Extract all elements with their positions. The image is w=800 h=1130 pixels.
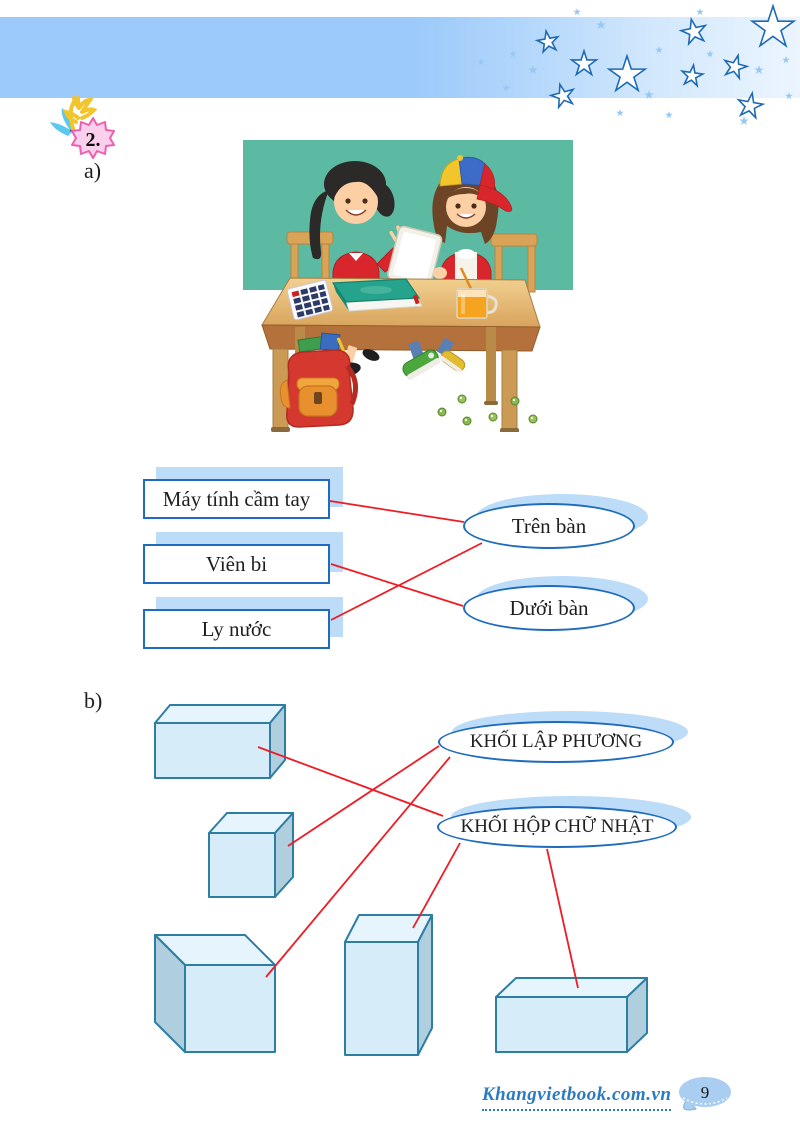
match-item-box: Máy tính cầm tay [143,479,330,519]
star-icon [536,29,560,52]
calculator [286,279,334,321]
flower-burst-icon [50,96,115,159]
star-icon [680,64,703,87]
star-icon [609,56,645,90]
match-target-ellipse: Trên bàn [463,503,635,549]
match-item-box: Ly nước [143,609,330,649]
exercise-number: 2. [85,128,101,151]
page-number: 9 [701,1083,710,1102]
star-icon [549,81,577,108]
page-number-badge: 9 [679,1077,731,1111]
connection-line [546,848,579,989]
match-target-label: Trên bàn [511,513,587,538]
connection-line [287,745,440,847]
connection-line [257,746,444,817]
shape-tall-rectangular-box [344,914,433,1056]
match-target-label: Dưới bàn [509,595,589,620]
shape-rectangular-box [154,704,286,779]
stars-decoration [477,0,800,135]
marbles [437,394,538,426]
tablet [387,225,443,289]
match-target-label: KHỐI HỘP CHỮ NHẬT [460,816,654,837]
yellow-shoe [439,350,466,373]
publisher-website: Khangvietbook.com.vn [482,1084,672,1111]
star-icon [736,91,764,118]
match-item-label: Ly nước [201,616,272,641]
shape-flat-rectangular-box [495,977,648,1053]
match-target-label: KHỐI LẬP PHƯƠNG [469,731,643,752]
connection-line [330,542,483,621]
match-item-box: Viên bi [143,544,330,584]
connection-line [329,500,465,523]
match-item-label: Máy tính cầm tay [162,486,311,511]
part-a-label: a) [84,158,102,183]
connection-line [412,842,461,929]
shape-large-cube [154,934,276,1053]
star-icon [721,52,749,79]
part-b-label: b) [84,688,103,713]
connection-line [330,563,464,607]
header-decor-bar [0,17,800,98]
match-target-ellipse: KHỐI LẬP PHƯƠNG [438,721,674,763]
star-icon [679,17,708,45]
classroom-illustration [243,140,573,432]
star-icon [572,51,597,75]
match-item-label: Viên bi [205,551,268,576]
match-target-ellipse: Dưới bàn [463,585,635,631]
star-icon [752,6,794,46]
shape-small-cube [208,812,294,898]
juice-cup [456,267,498,319]
match-target-ellipse: KHỐI HỘP CHỮ NHẬT [437,806,677,848]
backpack [279,332,359,428]
book [331,278,423,312]
green-sneaker [402,349,441,380]
connection-line [265,756,451,978]
